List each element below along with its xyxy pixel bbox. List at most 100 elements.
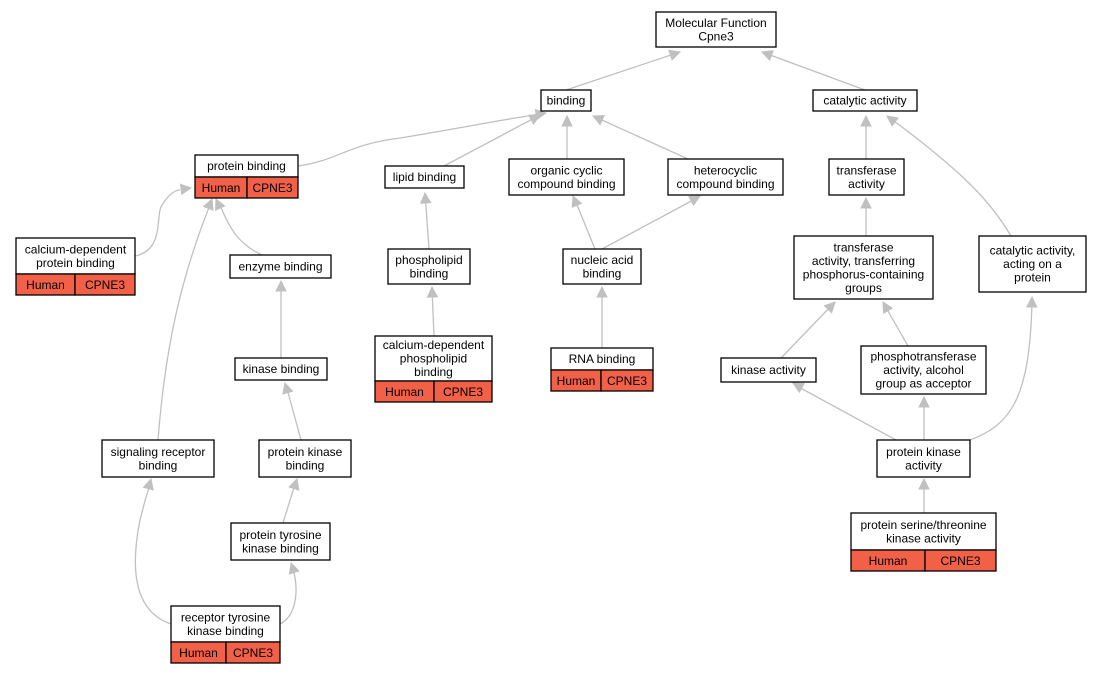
edge-nucleic_acid-to-heterocyclic (601, 195, 701, 250)
edge-catalytic-to-mf (760, 50, 866, 91)
edge-line (794, 384, 897, 441)
node-label-line: kinase binding (187, 624, 264, 638)
node-box (230, 522, 331, 561)
arrow-head-icon (288, 561, 300, 575)
organism-label: Human (179, 646, 218, 660)
edge-binding-to-mf (565, 49, 682, 91)
edge-phosphotransferase-to-transferase_phos (882, 301, 909, 347)
node-label-line: groups (845, 281, 882, 295)
edge-receptor_tyrosine-to-protein_tyrosine (279, 561, 300, 625)
node-label-line: phospholipid (395, 253, 462, 267)
edge-enzyme_binding-to-protein_binding (215, 197, 263, 256)
arrow-head-icon (596, 285, 608, 298)
gene-label: CPNE3 (233, 646, 273, 660)
edge-phospholipid-to-lipid_binding (419, 191, 432, 250)
go-term-node-enzyme-binding[interactable]: enzyme binding (229, 254, 332, 279)
node-label-line: Molecular Function (665, 16, 766, 30)
node-box (101, 439, 215, 478)
edge-line (780, 303, 834, 359)
gene-cell (225, 641, 281, 664)
go-term-node-catalytic[interactable]: catalytic activity (812, 89, 918, 112)
edge-kinase_binding-to-enzyme_binding (275, 279, 287, 358)
node-box (258, 439, 352, 478)
gene-label: CPNE3 (85, 278, 125, 292)
node-box (170, 605, 281, 643)
gene-label: CPNE3 (607, 374, 647, 388)
edge-line (297, 112, 547, 167)
gene-cell (246, 176, 299, 199)
arrow-head-icon (142, 477, 154, 491)
edge-line (889, 117, 1012, 237)
edge-protein_tyrosine-to-protein_kinase_binding (282, 477, 300, 524)
go-term-node-kinase-activity[interactable]: kinase activity (720, 357, 817, 383)
go-term-node-calcium-phospholipid[interactable]: calcium-dependentphospholipidbindingHuma… (374, 335, 493, 403)
gene-label: CPNE3 (443, 385, 483, 399)
arrow-head-icon (918, 477, 930, 490)
go-term-node-lipid-binding[interactable]: lipid binding (384, 165, 465, 189)
node-box (387, 248, 471, 285)
edge-protein_serine-to-protein_kinase_activity (918, 477, 930, 513)
node-box (15, 237, 136, 275)
node-label-line: kinase activity (886, 531, 961, 545)
node-label-line: catalytic activity (823, 94, 906, 108)
gene-cell (924, 549, 997, 572)
node-box (508, 158, 625, 196)
edge-heterocyclic-to-binding (591, 115, 689, 160)
edge-line (601, 197, 698, 250)
arrow-head-icon (882, 301, 894, 314)
arrow-head-icon (792, 382, 805, 394)
node-label-line: activity (848, 177, 885, 191)
node-label-line: kinase binding (243, 362, 320, 376)
node-box (234, 357, 328, 381)
go-term-node-binding[interactable]: binding (540, 89, 592, 112)
edge-line (157, 204, 211, 441)
node-box (978, 235, 1087, 293)
node-box (828, 158, 905, 196)
node-label-line: binding (139, 458, 178, 472)
node-label-line: group as acceptor (875, 377, 971, 391)
arrow-head-icon (275, 279, 287, 292)
edge-line (592, 115, 689, 160)
organism-label: Human (385, 385, 424, 399)
edge-nucleic_acid-to-organic_cyclic (571, 194, 596, 250)
node-label-line: protein kinase (268, 445, 343, 459)
node-box (374, 335, 493, 382)
edge-signaling_receptor-to-protein_binding (157, 197, 214, 441)
node-label-line: protein (1014, 271, 1051, 285)
edge-line (285, 384, 302, 441)
edge-line (574, 199, 596, 250)
organism-label: Human (869, 554, 908, 568)
edge-kinase_activity-to-transferase_phos (780, 301, 836, 359)
arrow-head-icon (823, 301, 836, 314)
edge-calcium_protein-to-protein_binding (134, 183, 193, 257)
edge-protein_kinase_activity-to-phosphotransferase (918, 395, 930, 440)
node-label-line: binding (410, 266, 449, 280)
edge-line (969, 299, 1033, 441)
node-label-line: protein kinase (886, 445, 961, 459)
arrow-head-icon (426, 285, 439, 298)
node-label-line: kinase binding (242, 541, 319, 555)
go-term-node-kinase-binding[interactable]: kinase binding (234, 357, 328, 381)
node-label-line: Cpne3 (698, 29, 734, 43)
arrow-head-icon (528, 114, 541, 126)
organism-label: Human (202, 181, 241, 195)
